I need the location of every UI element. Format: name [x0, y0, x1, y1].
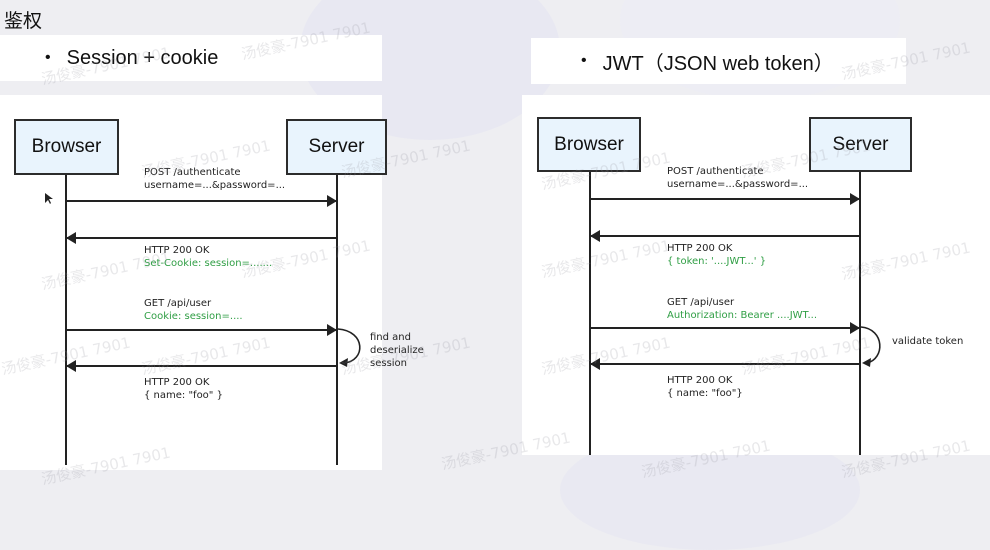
response-arrow — [590, 230, 859, 242]
response-arrow — [66, 360, 336, 372]
jwt-heading: • JWT（JSON web token） — [531, 38, 906, 84]
note-line: session — [370, 358, 408, 369]
message-label: Authorization: Bearer ....JWT... — [667, 310, 818, 321]
message-label: Set-Cookie: session=....... — [144, 258, 273, 269]
jwt-diagram: Browser Server POST /authenticate userna… — [522, 95, 990, 455]
message-label: { token: '....JWT...' } — [667, 256, 767, 267]
request-arrow — [67, 324, 337, 336]
server-box: Server — [809, 117, 912, 172]
browser-box: Browser — [14, 119, 119, 175]
server-note: validate token — [892, 336, 964, 347]
server-box: Server — [286, 119, 387, 175]
message-label: Cookie: session=.... — [144, 311, 243, 322]
message-label: username=...&password=... — [144, 180, 286, 191]
session-cookie-heading: • Session + cookie — [0, 35, 382, 81]
message-label: HTTP 200 OK — [144, 377, 210, 388]
message-label: { name: "foo"} — [667, 388, 743, 399]
browser-box: Browser — [537, 117, 641, 172]
message-label: HTTP 200 OK — [667, 243, 733, 254]
bullet-dot: • — [45, 49, 51, 66]
bullet-dot: • — [581, 52, 587, 69]
page-title: 鉴权 — [4, 10, 43, 32]
response-arrow — [66, 232, 336, 244]
message-label: POST /authenticate — [667, 166, 764, 177]
self-loop-arrow — [860, 326, 881, 367]
message-label: POST /authenticate — [144, 167, 241, 178]
browser-lifeline — [65, 175, 67, 465]
request-arrow — [591, 322, 860, 334]
message-label: HTTP 200 OK — [144, 245, 210, 256]
note-line: find and — [370, 332, 411, 343]
response-arrow — [590, 358, 859, 370]
bullet-text: JWT（JSON web token） — [602, 52, 834, 75]
bullet-text: Session + cookie — [66, 46, 219, 69]
server-lifeline — [859, 172, 861, 455]
server-lifeline — [336, 175, 338, 465]
mouse-cursor-icon — [45, 193, 53, 204]
message-label: username=...&password=... — [667, 179, 809, 190]
session-cookie-diagram: Browser Server POST /authenticate userna… — [0, 95, 424, 470]
request-arrow — [591, 193, 860, 205]
browser-lifeline — [589, 172, 591, 455]
note-line: deserialize — [370, 345, 424, 356]
request-arrow — [67, 195, 337, 207]
self-loop-arrow — [337, 328, 361, 367]
message-label: GET /api/user — [667, 297, 735, 308]
message-label: GET /api/user — [144, 298, 212, 309]
server-note: find and deserialize session — [370, 331, 424, 370]
message-label: HTTP 200 OK — [667, 375, 733, 386]
message-label: { name: "foo" } — [144, 390, 223, 401]
